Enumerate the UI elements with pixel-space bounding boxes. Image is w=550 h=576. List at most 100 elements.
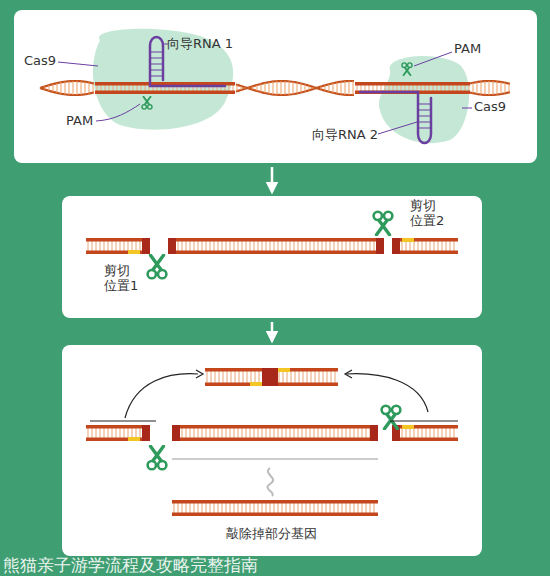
drawing-line	[233, 428, 234, 438]
drawing-line	[258, 371, 259, 383]
drawing-line	[353, 428, 354, 438]
drawing-line	[414, 52, 452, 66]
drawing-line	[345, 428, 346, 438]
drawing-line	[445, 428, 446, 438]
drawing-line	[317, 241, 318, 251]
drawing-line	[103, 241, 104, 251]
drawing-line	[297, 428, 298, 438]
drawing-line	[329, 503, 330, 513]
drawing-rect	[86, 251, 150, 255]
drawing-line	[41, 87, 42, 89]
drawing-line	[333, 503, 334, 513]
drawing-line	[449, 241, 450, 251]
step-arrow	[271, 322, 274, 341]
drawing-line	[249, 503, 250, 513]
drawing-line	[325, 503, 326, 513]
part-label: 向导RNA 1	[167, 37, 233, 52]
drawing-line	[201, 428, 202, 438]
drawing-line	[326, 371, 327, 383]
drawing-path	[267, 468, 273, 496]
drawing-line	[246, 371, 247, 383]
drawing-line	[135, 428, 136, 438]
drawing-line	[360, 85, 361, 91]
drawing-line	[318, 371, 319, 383]
drawing-line	[314, 371, 315, 383]
drawing-line	[131, 428, 132, 438]
drawing-line	[261, 241, 262, 251]
drawing-line	[77, 81, 78, 95]
drawing-line	[297, 241, 298, 251]
drawing-line	[418, 110, 431, 111]
drawing-line	[181, 503, 182, 513]
drawing-line	[131, 241, 132, 251]
drawing-rect	[86, 238, 150, 242]
drawing-line	[293, 503, 294, 513]
drawing-line	[99, 428, 100, 438]
drawing-line	[418, 128, 431, 129]
drawing-path	[236, 81, 354, 95]
drawing-line	[425, 241, 426, 251]
drawing-line	[509, 84, 510, 93]
drawing-line	[305, 241, 306, 251]
drawing-line	[221, 428, 222, 438]
drawing-line	[245, 87, 246, 88]
cut-marks	[128, 238, 414, 441]
drawing-line	[120, 85, 121, 91]
drawing-line	[365, 503, 366, 513]
drawing-line	[289, 428, 290, 438]
drawing-line	[228, 85, 229, 91]
drawing-line	[294, 371, 295, 383]
drawing-line	[416, 85, 417, 91]
drawing-line	[357, 503, 358, 513]
drawing-line	[405, 428, 406, 438]
drawing-path	[40, 81, 94, 88]
drawing-line	[409, 428, 410, 438]
drawing-line	[132, 85, 133, 91]
drawing-line	[293, 241, 294, 251]
drawing-line	[253, 503, 254, 513]
drawing-path	[236, 81, 354, 95]
drawing-line	[185, 428, 186, 438]
drawing-rect	[392, 238, 458, 242]
drawing-line	[89, 82, 90, 93]
drawing-line	[433, 428, 434, 438]
drawing-line	[185, 241, 186, 251]
drawing-line	[261, 84, 262, 92]
drawing-line	[233, 241, 234, 251]
drawing-line	[418, 122, 431, 123]
drawing-line	[297, 83, 298, 94]
drawing-line	[205, 503, 206, 513]
drawing-line	[91, 241, 92, 251]
drawing-rect	[250, 382, 262, 386]
drawing-line	[221, 241, 222, 251]
drawing-line	[108, 85, 109, 91]
drawing-line	[497, 81, 498, 94]
drawing-line	[278, 371, 279, 383]
drawing-line	[45, 86, 46, 89]
drawing-rect	[262, 368, 278, 386]
part-label: PAM	[454, 42, 481, 57]
drawing-line	[104, 85, 105, 91]
drawing-line	[433, 241, 434, 251]
drawing-line	[420, 85, 421, 91]
drawing-path	[470, 81, 510, 84]
drawing-line	[357, 428, 358, 438]
drawing-line	[424, 85, 425, 91]
drawing-rect	[392, 438, 458, 442]
drawing-rect	[392, 251, 458, 255]
drawing-line	[361, 241, 362, 251]
drawing-line	[477, 82, 478, 94]
drawing-line	[436, 85, 437, 91]
drawing-line	[150, 52, 163, 53]
drawing-line	[285, 428, 286, 438]
drawing-line	[285, 81, 286, 95]
drawing-line	[99, 241, 100, 251]
drawing-line	[313, 503, 314, 513]
drawing-rect	[376, 238, 384, 254]
drawing-line	[237, 503, 238, 513]
drawing-line	[181, 241, 182, 251]
drawing-use	[148, 255, 167, 278]
part-label: 向导RNA 2	[312, 128, 378, 143]
drawing-rect	[172, 500, 378, 504]
